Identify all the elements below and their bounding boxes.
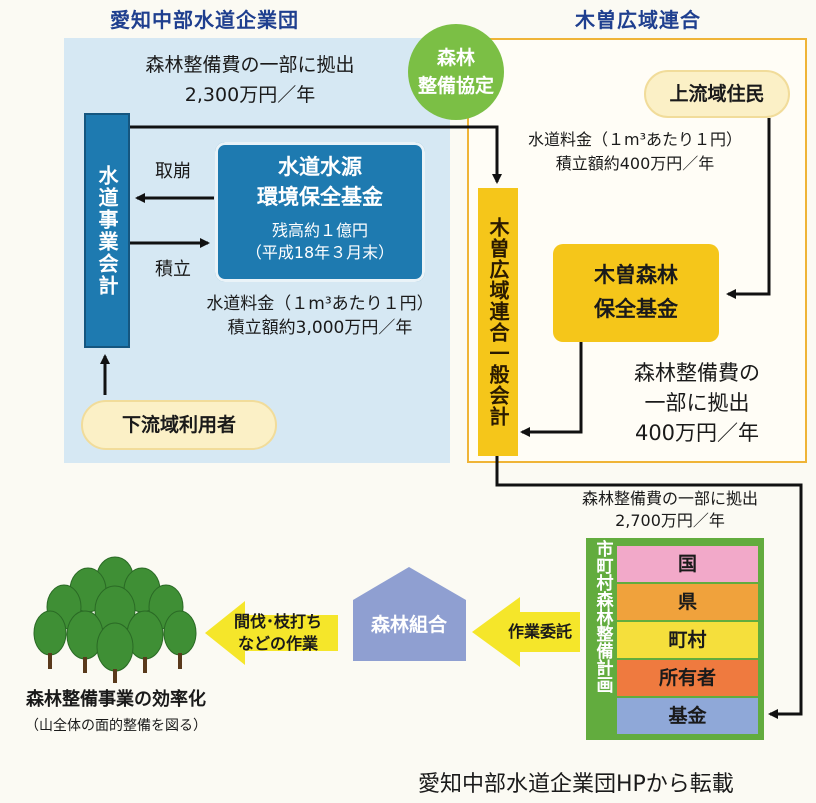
water-fund-balance: 残高約１億円 — [271, 221, 368, 240]
top-contribution-line1: 森林整備費の一部に拠出 — [145, 54, 355, 76]
thinning-line2: などの作業 — [237, 634, 318, 653]
thinning-line1: 間伐･枝打ち — [233, 612, 322, 631]
thinning-label: 間伐･枝打ち などの作業 — [228, 611, 328, 655]
plan-row-country: 国 — [617, 546, 758, 582]
water-fund-date: （平成18年３月末） — [245, 243, 395, 262]
kiso-fund-line2: 保全基金 — [594, 297, 678, 321]
plan-row-town: 町村 — [617, 622, 758, 658]
kiso-general-account-bar: 木曽広域連合一般会計 — [478, 188, 518, 456]
water-fund-box: 水道水源 環境保全基金 残高約１億円 （平成18年３月末） — [215, 142, 425, 282]
bottom-contribution-line1: 森林整備費の一部に拠出 — [581, 489, 758, 508]
kiso-account-label: 木曽広域連合一般会計 — [486, 217, 510, 427]
plan-row-fund: 基金 — [617, 698, 758, 734]
water-account-label: 水道事業会計 — [95, 164, 119, 297]
water-fund-title2: 環境保全基金 — [257, 185, 383, 209]
water-fee-right-note: 水道料金（１m³あたり１円） 積立額約400万円／年 — [505, 128, 765, 176]
arrow-account-to-plan — [495, 455, 803, 719]
bottom-contribution-note: 森林整備費の一部に拠出 2,700万円／年 — [545, 488, 795, 532]
forest-assoc-house — [353, 567, 466, 661]
water-fee-left-amount: 積立額約3,000万円／年 — [227, 318, 413, 338]
forest-assoc-label: 森林組合 — [370, 614, 447, 636]
forest-trees-illustration — [33, 556, 197, 683]
water-fee-left-rate: 水道料金（１m³あたり１円） — [206, 294, 434, 314]
kiso-title: 木曽広域連合 — [575, 8, 701, 32]
kiso-forest-fund-box: 木曽森林 保全基金 — [553, 244, 719, 342]
commission-label: 作業委託 — [507, 622, 572, 641]
agreement-line2: 整備協定 — [417, 75, 494, 97]
commission-arrow — [472, 597, 580, 667]
forest-agreement-circle: 森林 整備協定 — [408, 24, 504, 120]
municipal-forest-plan-label: 市町村森林整備計画 — [588, 540, 616, 740]
plan-label-text: 市町村森林整備計画 — [592, 540, 613, 693]
aichi-title: 愛知中部水道企業団 — [110, 8, 299, 32]
top-contribution-amount: 2,300万円／年 — [184, 84, 316, 106]
withdraw-label: 取崩 — [155, 161, 191, 182]
water-fund-title1: 水道水源 — [278, 155, 362, 179]
efficiency-subtitle: （山全体の面的整備を図る） — [25, 718, 207, 734]
water-account-bar: 水道事業会計 — [84, 113, 130, 348]
right-contribution-line2: 一部に拠出 — [644, 391, 750, 415]
bottom-contribution-amount: 2,700万円／年 — [615, 511, 725, 530]
downstream-users-oval: 下流域利用者 — [81, 400, 277, 450]
plan-row-owner: 所有者 — [617, 660, 758, 696]
water-fee-right-amount: 積立額約400万円／年 — [555, 154, 715, 173]
top-contribution-note: 森林整備費の一部に拠出 2,300万円／年 — [100, 50, 400, 110]
arrow-upstream-to-fund — [726, 118, 771, 299]
efficiency-title: 森林整備事業の効率化 — [26, 689, 206, 710]
kiso-fund-line1: 木曽森林 — [594, 263, 678, 287]
agreement-line1: 森林 — [436, 47, 475, 69]
work-arrow — [205, 601, 338, 665]
deposit-label: 積立 — [155, 259, 191, 280]
plan-row-prefecture: 県 — [617, 584, 758, 620]
right-contribution-line1: 森林整備費の — [634, 361, 760, 385]
source-credit: 愛知中部水道企業団HPから転載 — [418, 772, 734, 797]
water-fee-right-rate: 水道料金（１m³あたり１円） — [527, 130, 742, 149]
upstream-residents-oval: 上流域住民 — [644, 70, 790, 118]
arrow-aichi-to-kiso — [130, 125, 502, 184]
right-contribution-amount: 400万円／年 — [634, 421, 760, 445]
water-fee-left-note: 水道料金（１m³あたり１円） 積立額約3,000万円／年 — [175, 292, 465, 340]
right-contribution-note: 森林整備費の 一部に拠出 400万円／年 — [602, 358, 792, 448]
arrow-fund-to-account — [520, 342, 583, 437]
